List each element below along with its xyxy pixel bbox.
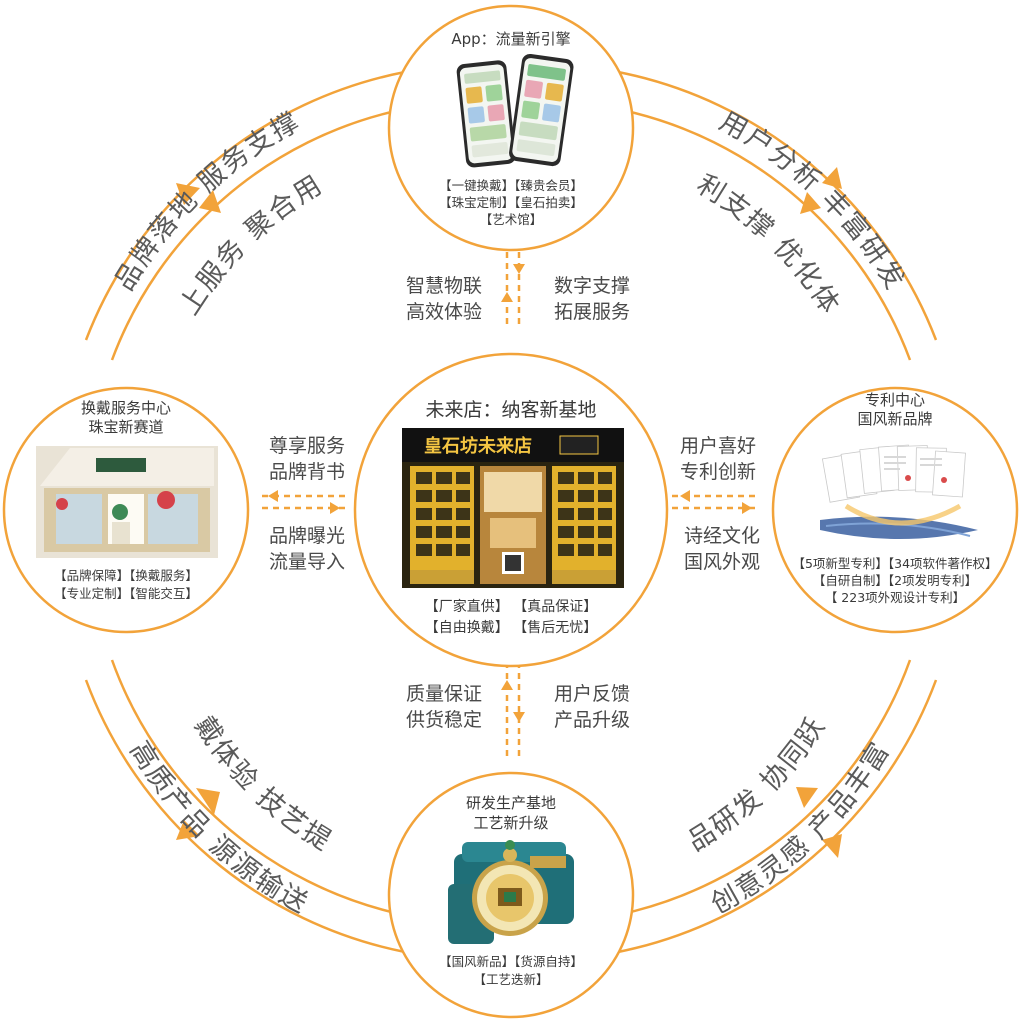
arrow-tr-outer-icon [822,167,842,189]
arc-bl-outer [84,679,406,954]
node-service-center-title-line2: 珠宝新赛道 [88,418,163,436]
node-production-base-line1: 【国风新品】【货源自持】 [439,954,583,969]
node-production-base: 研发生产基地 工艺新升级 【国风新品】【货源自持】 【工艺迭新】 [387,771,635,1019]
node-future-store-line2: 【自由换戴】 【售后无忧】 [425,619,597,636]
connector-top-left-line2: 高效体验 [406,301,482,323]
node-patent-center-title-line2: 国风新品牌 [857,410,932,428]
node-service-center-title-line1: 换戴服务中心 [81,399,171,417]
node-patent-center: 专利中心 国风新品牌 [771,386,1019,634]
arc-tl-inner [110,108,401,361]
node-patent-center-line1: 【5项新型专利】【34项软件著作权】 [792,556,997,571]
arc-tr-inner [621,108,912,361]
store-sign-text: 皇石坊未来店 [424,435,532,457]
node-patent-center-circle [771,386,1019,634]
node-patent-center-title-line1: 专利中心 [865,391,925,409]
node-app-title: App：流量新引擎 [451,30,570,48]
arrow-tl-outer-icon [176,183,200,205]
patent-certificates-image [820,444,978,539]
arc-tr-outer [617,70,938,341]
connector-left-top-line1: 尊享服务 [269,435,345,457]
arc-bl-inner [110,659,401,916]
node-production-base-title-line1: 研发生产基地 [466,794,556,812]
connector-top-left-line1: 智慧物联 [406,275,482,297]
arc-label-tl-inner: 线上服务 聚合用户 [0,0,329,321]
connector-right-bottom-line1: 诗经文化 [684,525,760,547]
vending-store-image: 皇石坊未来店 [402,428,624,588]
node-service-center-line1: 【品牌保障】【换戴服务】 [54,568,198,583]
connector-left-bottom-line2: 流量导入 [269,551,345,573]
arrow-down-icon [513,264,525,274]
node-future-store: 未来店：纳客新基地 皇石坊未来店 [353,352,669,668]
node-app-line2: 【珠宝定制】【皇石拍卖】 [439,195,583,210]
jewelry-box-image [448,840,574,944]
arrow-tr-inner-icon [800,192,821,214]
node-app-line1: 【一键换戴】【臻贵会员】 [439,178,583,193]
connector-left-bottom-line1: 品牌曝光 [269,525,345,547]
node-production-base-line2: 【工艺迭新】 [473,972,548,987]
node-app-line3: 【艺术馆】 [480,212,543,227]
connector-top-right-line1: 数字支撑 [554,275,630,297]
arrow-br-inner-icon [796,787,818,808]
ring-arrows [176,167,842,858]
arrow-right-icon [330,502,340,514]
arrow-tl-inner-icon [199,190,221,213]
node-service-center-line2: 【专业定制】【智能交互】 [54,586,198,601]
connector-bottom-left-line1: 质量保证 [406,683,482,705]
arrow-left-icon [268,490,278,502]
node-future-store-title: 未来店：纳客新基地 [425,399,596,421]
store-kiosk-image [36,446,218,558]
node-service-center: 换戴服务中心 珠宝新赛道 【品牌保障】【换戴服务】 【专业定制】【智能交互】 [2,386,250,634]
connector-left-top-line2: 品牌背书 [269,461,345,483]
connector-right-top-line2: 专利创新 [680,461,756,483]
arrow-up-icon [501,292,513,302]
connector-bottom-right-line1: 用户反馈 [554,683,630,705]
connector-bottom-left-line2: 供货稳定 [406,709,482,731]
connector-right-top-line1: 用户喜好 [680,435,756,457]
arc-tl-outer [84,70,406,341]
arrow-bl-outer-icon [176,820,200,840]
connector-bottom-right-line2: 产品升级 [554,709,630,731]
arrow-br-outer-icon [822,834,842,858]
arc-br-outer [617,679,938,954]
node-future-store-line1: 【厂家直供】 【真品保证】 [425,598,597,615]
arrow-up-icon [501,680,513,690]
node-app: App：流量新引擎 [387,4,635,252]
arrow-left-icon [680,490,690,502]
node-patent-center-line3: 【 223项外观设计专利】 [825,590,965,605]
arc-br-inner [621,659,912,916]
arrow-down-icon [513,712,525,722]
ring-arcs [84,70,938,954]
connector-labels: 智慧物联 高效体验 数字支撑 拓展服务 尊享服务 品牌背书 品牌曝光 流量导入 … [269,275,760,731]
connector-top-right-line2: 拓展服务 [554,301,630,323]
connector-arrows [268,264,752,722]
phone-mockup-image [456,53,574,168]
node-production-base-title-line2: 工艺新升级 [473,814,548,832]
arrow-right-icon [742,502,752,514]
arrow-bl-inner-icon [196,788,220,815]
node-patent-center-line2: 【自研自制】【2项发明专利】 [813,573,977,588]
connector-right-bottom-line2: 国风外观 [684,551,760,573]
